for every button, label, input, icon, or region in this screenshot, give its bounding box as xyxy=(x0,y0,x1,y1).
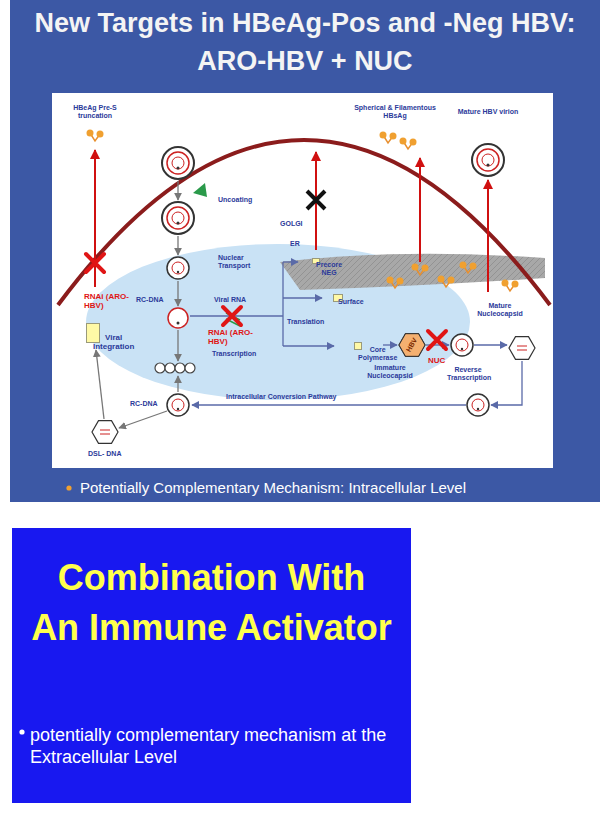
figure-label: RC-DNA xyxy=(136,296,164,304)
cccdna xyxy=(175,363,185,373)
cell-illustration xyxy=(87,130,104,142)
translation-arrows xyxy=(282,262,283,346)
bullet-text: Potentially Complementary Mechanism: Int… xyxy=(80,479,595,497)
translation-arrows xyxy=(283,261,298,262)
blocked-mark xyxy=(307,191,325,209)
er-band xyxy=(280,254,545,290)
figure-label: Viral RNA xyxy=(214,296,246,304)
cell-membrane xyxy=(58,140,550,305)
cell-illustration xyxy=(428,331,446,349)
secretion-arrows xyxy=(95,150,488,292)
process-box: Surface xyxy=(333,294,343,302)
cell-illustration xyxy=(92,421,118,444)
cccdna xyxy=(165,363,175,373)
nucleus xyxy=(86,244,470,400)
figure-label: HBeAg Pre-S truncation xyxy=(64,104,126,120)
figure-label: DSL- DNA xyxy=(88,450,121,458)
figure-label: GOLGI xyxy=(280,220,303,228)
pathway-arrows xyxy=(96,181,178,428)
er-antigens xyxy=(438,276,455,288)
translation-arrows xyxy=(283,345,334,346)
cell-illustration xyxy=(86,254,104,272)
figure-label: Nuclear Transport xyxy=(218,254,264,270)
pathway-arrows xyxy=(177,236,178,255)
bullet-text: potentially complementary mechanism at t… xyxy=(30,724,402,768)
pathway-arrows xyxy=(96,350,104,419)
figure-label: Translation xyxy=(287,318,324,326)
cccdna xyxy=(155,363,165,373)
uncoating-arrow xyxy=(193,183,207,197)
er-antigens xyxy=(387,262,519,292)
slide-heading: Combination With An Immune Activator xyxy=(30,553,393,653)
process-box: Precore NEG xyxy=(312,258,320,264)
figure-label: NUC xyxy=(428,356,445,365)
cell-illustration xyxy=(168,308,188,328)
pathway-arrows xyxy=(119,411,167,428)
box-label: Surface xyxy=(338,298,364,306)
secretion-arrows xyxy=(487,180,489,292)
figure-label: Immature Nucleocapsid xyxy=(365,364,415,380)
slide-panel: New Targets in HBeAg-Pos and -Neg HBV: A… xyxy=(10,0,600,502)
box-label: Viral Integration xyxy=(93,333,134,351)
slide-panel: Combination With An Immune Activator pote… xyxy=(12,528,411,803)
secretion-arrows xyxy=(419,158,421,262)
pathway-arrows xyxy=(177,376,178,392)
figure-label: Uncoating xyxy=(218,196,252,204)
cell-illustration xyxy=(451,334,473,356)
translation-arrows xyxy=(491,361,522,405)
translation-arrows xyxy=(283,297,322,298)
cell-illustration xyxy=(399,334,425,357)
figure-label: RNAi (ARO-HBV) xyxy=(84,292,130,310)
pathway-arrows xyxy=(177,330,178,361)
slide-ground xyxy=(10,0,600,502)
process-box: Core Polymerase xyxy=(354,342,362,350)
er-antigens xyxy=(412,264,429,276)
figure-label: Transcription xyxy=(212,350,256,358)
cell-illustration xyxy=(223,307,241,325)
figure-label: Mature HBV virion xyxy=(453,108,523,116)
cccdna xyxy=(155,363,195,373)
cell-illustration xyxy=(167,257,189,279)
process-box: Viral Integration xyxy=(86,323,100,343)
cell-illustration xyxy=(509,337,535,360)
cell-illustration xyxy=(167,394,189,416)
cell-illustration xyxy=(467,394,489,416)
slide-heading: New Targets in HBeAg-Pos and -Neg HBV: A… xyxy=(22,4,588,80)
translation-arrows xyxy=(474,344,507,345)
pathway-arrows xyxy=(177,181,178,200)
bullet-dot xyxy=(19,729,24,734)
box-label: Core Polymerase xyxy=(358,346,397,362)
figure-label: Spherical & Filamentous HBsAg xyxy=(350,104,440,120)
translation-arrows xyxy=(383,344,397,345)
figure-label: Reverse Transcription xyxy=(447,366,489,382)
figure-panel xyxy=(52,93,553,468)
nuc-target xyxy=(399,334,425,357)
cell-illustration xyxy=(58,130,550,444)
cell-illustration xyxy=(472,144,504,176)
pathway-arrows xyxy=(177,281,178,306)
er-antigens xyxy=(460,262,477,274)
cell-illustration xyxy=(162,147,194,179)
er-antigens xyxy=(387,277,404,289)
cell-illustration xyxy=(400,138,417,150)
figure-label: RC-DNA xyxy=(130,400,158,408)
figure-label: Intracellular Conversion Pathway xyxy=(226,393,336,401)
box-label: Precore NEG xyxy=(316,261,342,277)
translation-arrows xyxy=(190,315,283,316)
cell-illustration xyxy=(162,202,194,234)
cell-illustration xyxy=(380,132,397,144)
figure-label: ER xyxy=(290,240,300,248)
slide-ground xyxy=(12,528,411,803)
bullet-dot xyxy=(66,485,71,490)
cccdna xyxy=(185,363,195,373)
figure-label: Mature Nucleocapsid xyxy=(471,302,529,318)
translation-arrows xyxy=(190,262,522,405)
er-antigens xyxy=(502,280,519,292)
translation-arrows xyxy=(192,404,466,405)
figure-label: RNAi (ARO-HBV) xyxy=(208,328,256,346)
